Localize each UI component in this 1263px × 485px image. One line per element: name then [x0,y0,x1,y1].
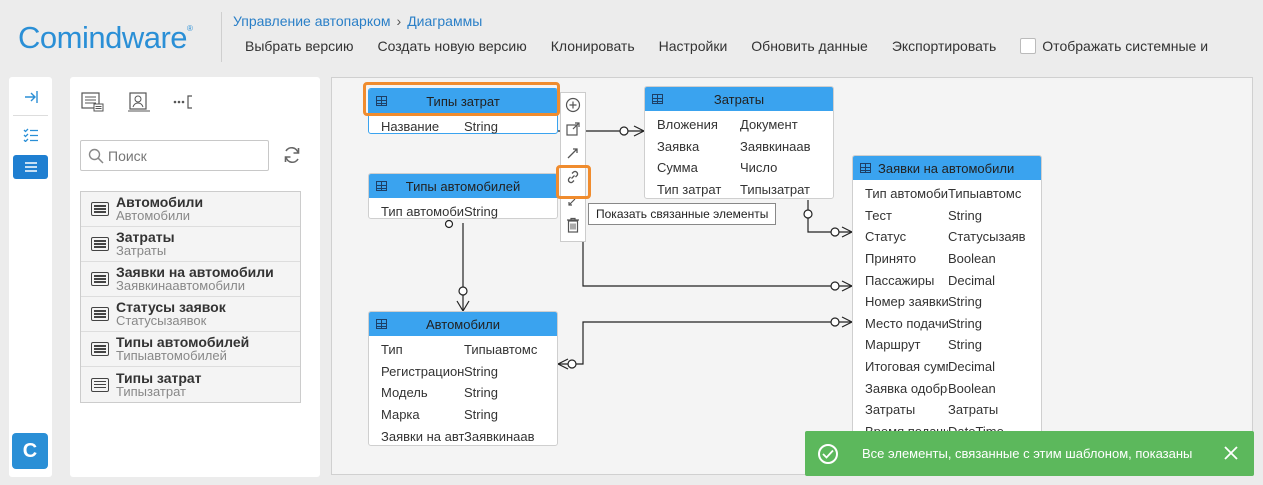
entity-header[interactable]: Типы затрат [369,89,557,113]
breadcrumb: Управление автопарком › Диаграммы [233,13,482,29]
expand-panel-icon[interactable] [13,85,48,109]
breadcrumb-parent[interactable]: Управление автопарком [233,13,391,29]
entity-header[interactable]: Автомобили [369,312,557,336]
comindware-logo[interactable]: Comindware® [18,20,193,55]
template-list-icon [91,307,109,321]
highlight-frame [363,82,560,116]
table-icon [376,96,387,106]
diagram-toolbar: Выбрать версию Создать новую версию Клон… [245,37,1232,55]
close-icon[interactable] [1222,444,1240,462]
show-system-label: Отображать системные и [1042,38,1209,54]
table-icon [652,94,663,104]
breadcrumb-current[interactable]: Диаграммы [407,13,483,29]
success-toast: Все элементы, связанные с этим шаблоном,… [805,431,1254,476]
open-external-icon[interactable] [561,117,585,141]
refresh-icon[interactable] [282,145,302,165]
registered-mark: ® [187,24,193,33]
left-rail: C [9,77,52,477]
process-template-icon[interactable] [172,91,198,113]
search-placeholder: Поиск [108,147,147,164]
record-template-icon[interactable] [80,91,106,113]
rail-divider [13,115,48,116]
table-icon [376,181,387,191]
template-list-icon [91,342,109,356]
show-system-toggle[interactable]: Отображать системные и [1020,37,1208,55]
chevron-right-icon: › [396,13,402,29]
arrow-link-icon[interactable] [561,141,585,165]
check-circle-icon [818,443,838,464]
add-circle-icon[interactable] [561,93,585,117]
tool-highlight-frame [556,165,591,199]
table-icon [376,319,387,329]
settings-button[interactable]: Настройки [658,38,728,54]
link-icon[interactable] [561,165,585,189]
c-app-button[interactable]: C [12,433,48,469]
account-template-icon[interactable] [126,91,152,113]
template-list-icon [91,377,109,392]
template-list-icon [91,272,109,286]
select-version-button[interactable]: Выбрать версию [245,38,354,54]
clone-button[interactable]: Клонировать [550,38,635,54]
create-version-button[interactable]: Создать новую версию [377,38,527,54]
table-icon [860,163,871,173]
template-list-icon [91,237,109,251]
checklist-icon[interactable] [13,123,48,147]
entity-header[interactable]: Типы автомобилей [369,174,557,198]
toast-message: Все элементы, связанные с этим шаблоном,… [862,446,1193,461]
tooltip: Показать связанные элементы [588,203,777,225]
refresh-data-button[interactable]: Обновить данные [751,38,868,54]
show-system-checkbox[interactable] [1020,38,1037,54]
export-button[interactable]: Экспортировать [891,38,997,54]
search-icon [88,148,104,164]
list-view-icon[interactable] [13,155,48,179]
search-input[interactable]: Поиск [80,140,269,171]
template-list-icon [91,202,109,216]
relation-lines [444,125,853,370]
resize-icon[interactable] [561,189,585,213]
header-divider [221,12,222,62]
entity-header[interactable]: Заявки на автомобили [853,156,1041,180]
entity-header[interactable]: Затраты [645,87,833,111]
trash-icon[interactable] [561,213,585,237]
panel-toolbar [80,91,198,113]
